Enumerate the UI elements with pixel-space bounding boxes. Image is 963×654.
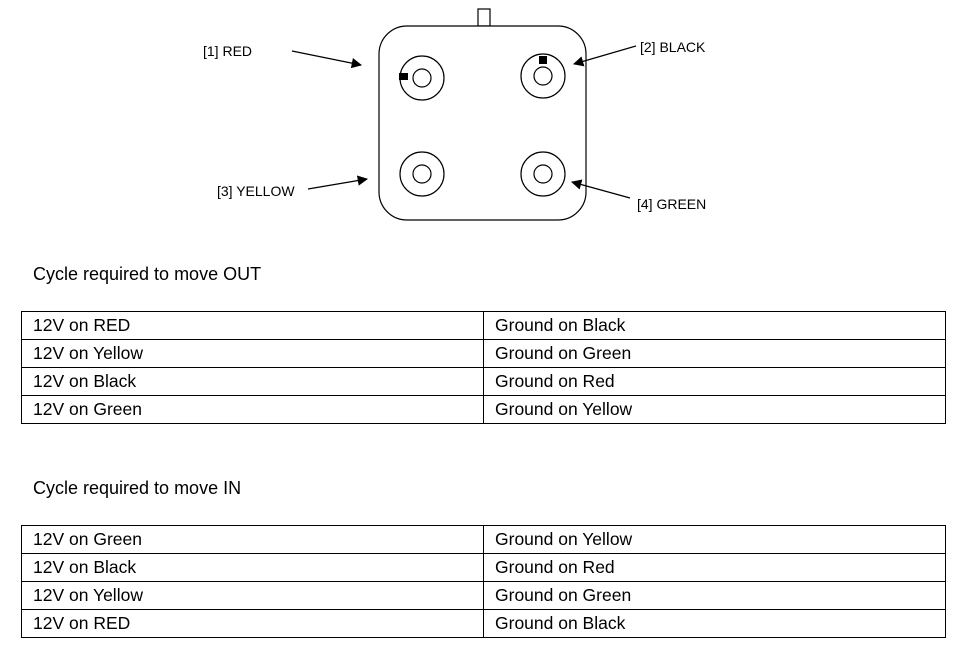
arrow-red [291,50,363,69]
power-cell: 12V on Black [21,367,484,396]
ground-cell: Ground on Red [483,367,946,396]
label-red: [1] RED [203,43,253,59]
ground-cell: Ground on Green [483,339,946,368]
pin-red [399,55,445,101]
in-heading: Cycle required to move IN [33,478,242,498]
power-cell: 12V on Yellow [21,339,484,368]
pin-black [520,53,566,99]
power-cell: 12V on Green [21,525,484,554]
pin-red-marker [399,73,408,80]
table-row: 12V on RED Ground on Black [21,311,946,340]
table-row: 12V on RED Ground on Black [21,609,946,638]
pin-yellow [399,151,445,197]
ground-cell: Ground on Yellow [483,525,946,554]
label-black: [2] BLACK [640,39,706,55]
label-yellow: [3] YELLOW [217,183,295,199]
table-row: 12V on Black Ground on Red [21,367,946,396]
label-green: [4] GREEN [637,196,707,212]
power-cell: 12V on Yellow [21,581,484,610]
arrow-green [570,179,631,199]
connector-key-tab [477,8,491,27]
table-row: 12V on Yellow Ground on Green [21,581,946,610]
arrow-yellow [307,175,369,190]
pin-black-marker [539,56,547,64]
pin-green [520,151,566,197]
table-row: 12V on Black Ground on Red [21,553,946,582]
table-row: 12V on Green Ground on Yellow [21,395,946,424]
arrow-black [573,45,637,67]
ground-cell: Ground on Black [483,609,946,638]
out-sequence-table: 12V on RED Ground on Black 12V on Yellow… [21,311,946,424]
table-row: 12V on Yellow Ground on Green [21,339,946,368]
out-heading: Cycle required to move OUT [33,264,262,284]
connector-diagram [291,8,637,221]
power-cell: 12V on Black [21,553,484,582]
power-cell: 12V on Green [21,395,484,424]
ground-cell: Ground on Green [483,581,946,610]
ground-cell: Ground on Red [483,553,946,582]
table-row: 12V on Green Ground on Yellow [21,525,946,554]
power-cell: 12V on RED [21,311,484,340]
ground-cell: Ground on Black [483,311,946,340]
in-sequence-table: 12V on Green Ground on Yellow 12V on Bla… [21,525,946,638]
ground-cell: Ground on Yellow [483,395,946,424]
power-cell: 12V on RED [21,609,484,638]
